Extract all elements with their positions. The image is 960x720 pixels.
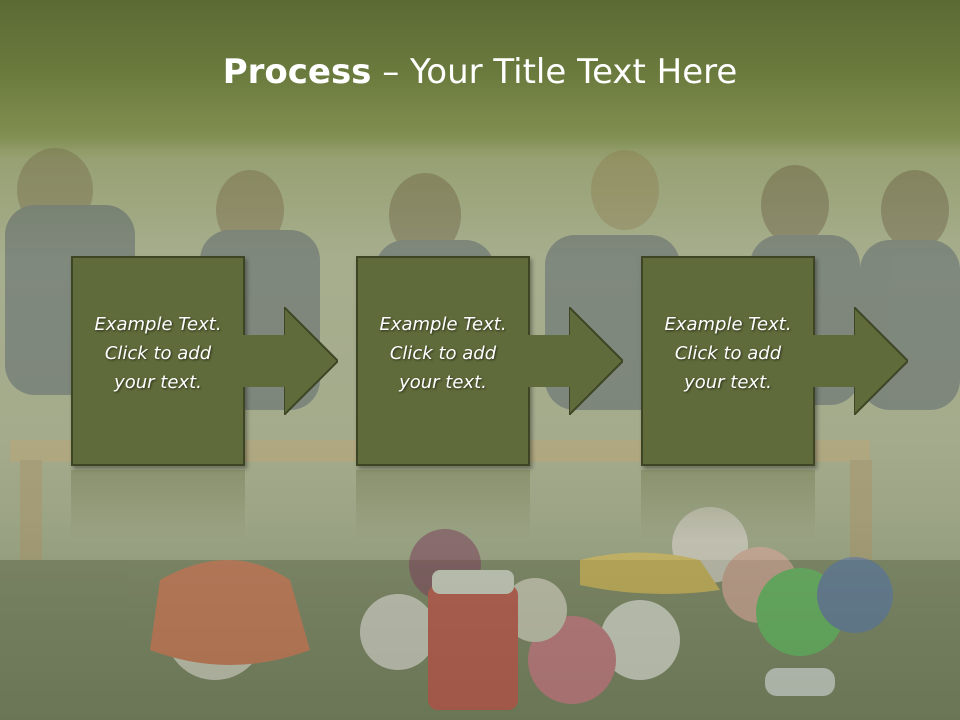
player-head [17,148,93,232]
step-text-3[interactable]: Example Text. Click to add your text. [643,310,813,397]
arrow-stem [528,335,572,387]
process-step-box-2[interactable]: Example Text. Click to add your text. [356,256,530,466]
step-line: Example Text. [379,314,507,335]
step-line: Example Text. [664,314,792,335]
title-rest: – Your Title Text Here [371,52,738,92]
arrow-right-icon [284,307,338,415]
water-cooler [428,585,518,710]
step-line: Click to add [674,343,782,364]
arrow-stem [243,335,287,387]
step-line: Click to add [104,343,212,364]
box-reflection [71,470,245,540]
step-text-1[interactable]: Example Text. Click to add your text. [73,310,243,397]
arrow-right-icon [569,307,623,415]
step-line: your text. [114,372,202,393]
arrow-right-icon [854,307,908,415]
slide-title[interactable]: Process – Your Title Text Here [0,52,960,92]
step-text-2[interactable]: Example Text. Click to add your text. [358,310,528,397]
ball [817,557,893,633]
title-band [0,0,960,150]
ball [600,600,680,680]
box-reflection [641,470,815,540]
process-step-box-1[interactable]: Example Text. Click to add your text. [71,256,245,466]
step-line: Click to add [389,343,497,364]
ball [360,594,436,670]
arrow-stem [813,335,857,387]
box-reflection [356,470,530,540]
step-line: your text. [684,372,772,393]
process-step-box-3[interactable]: Example Text. Click to add your text. [641,256,815,466]
ball [503,578,567,642]
step-line: Example Text. [94,314,222,335]
title-bold: Process [222,52,372,92]
step-line: your text. [399,372,487,393]
